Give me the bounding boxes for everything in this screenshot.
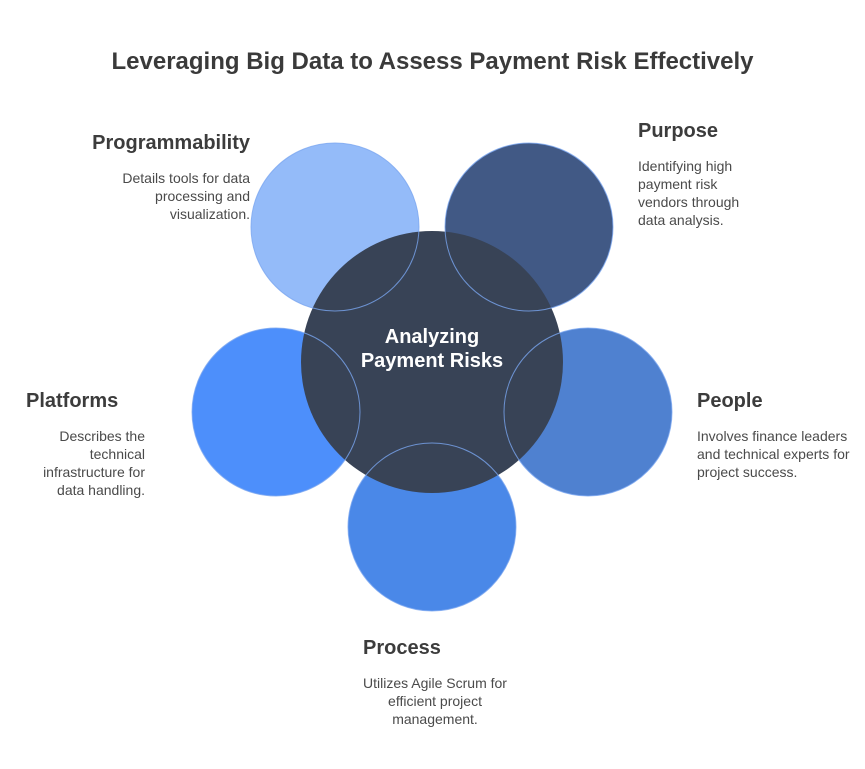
platforms-block: Platforms Describes the technical infras…	[20, 390, 145, 499]
platforms-outline	[191, 327, 361, 497]
purpose-title: Purpose	[638, 120, 719, 142]
purpose-desc: Identifying high payment risk vendors th…	[638, 158, 740, 228]
purpose-outline	[444, 142, 614, 312]
center-label: Analyzing Payment Risks	[360, 326, 504, 372]
process-title: Process	[363, 637, 441, 659]
people-desc: Involves finance leaders and technical e…	[697, 428, 850, 480]
process-block: Process Utilizes Agile Scrum for efficie…	[335, 637, 535, 728]
center-circle	[301, 231, 563, 493]
programmability-outline	[250, 142, 420, 312]
purpose-block: Purpose Identifying high payment risk ve…	[638, 120, 838, 229]
platforms-desc: Describes the technical infrastructure f…	[43, 428, 145, 498]
people-outline	[503, 327, 673, 497]
people-block: People Involves finance leaders and tech…	[697, 390, 857, 481]
programmability-title: Programmability	[92, 132, 250, 154]
process-outline	[347, 442, 517, 612]
process-desc: Utilizes Agile Scrum for efficient proje…	[363, 675, 507, 727]
programmability-block: Programmability Details tools for data p…	[60, 132, 250, 223]
page-title: Leveraging Big Data to Assess Payment Ri…	[111, 48, 754, 75]
platforms-title: Platforms	[26, 390, 119, 412]
people-title: People	[697, 390, 763, 412]
programmability-desc: Details tools for data processing and vi…	[122, 170, 250, 222]
